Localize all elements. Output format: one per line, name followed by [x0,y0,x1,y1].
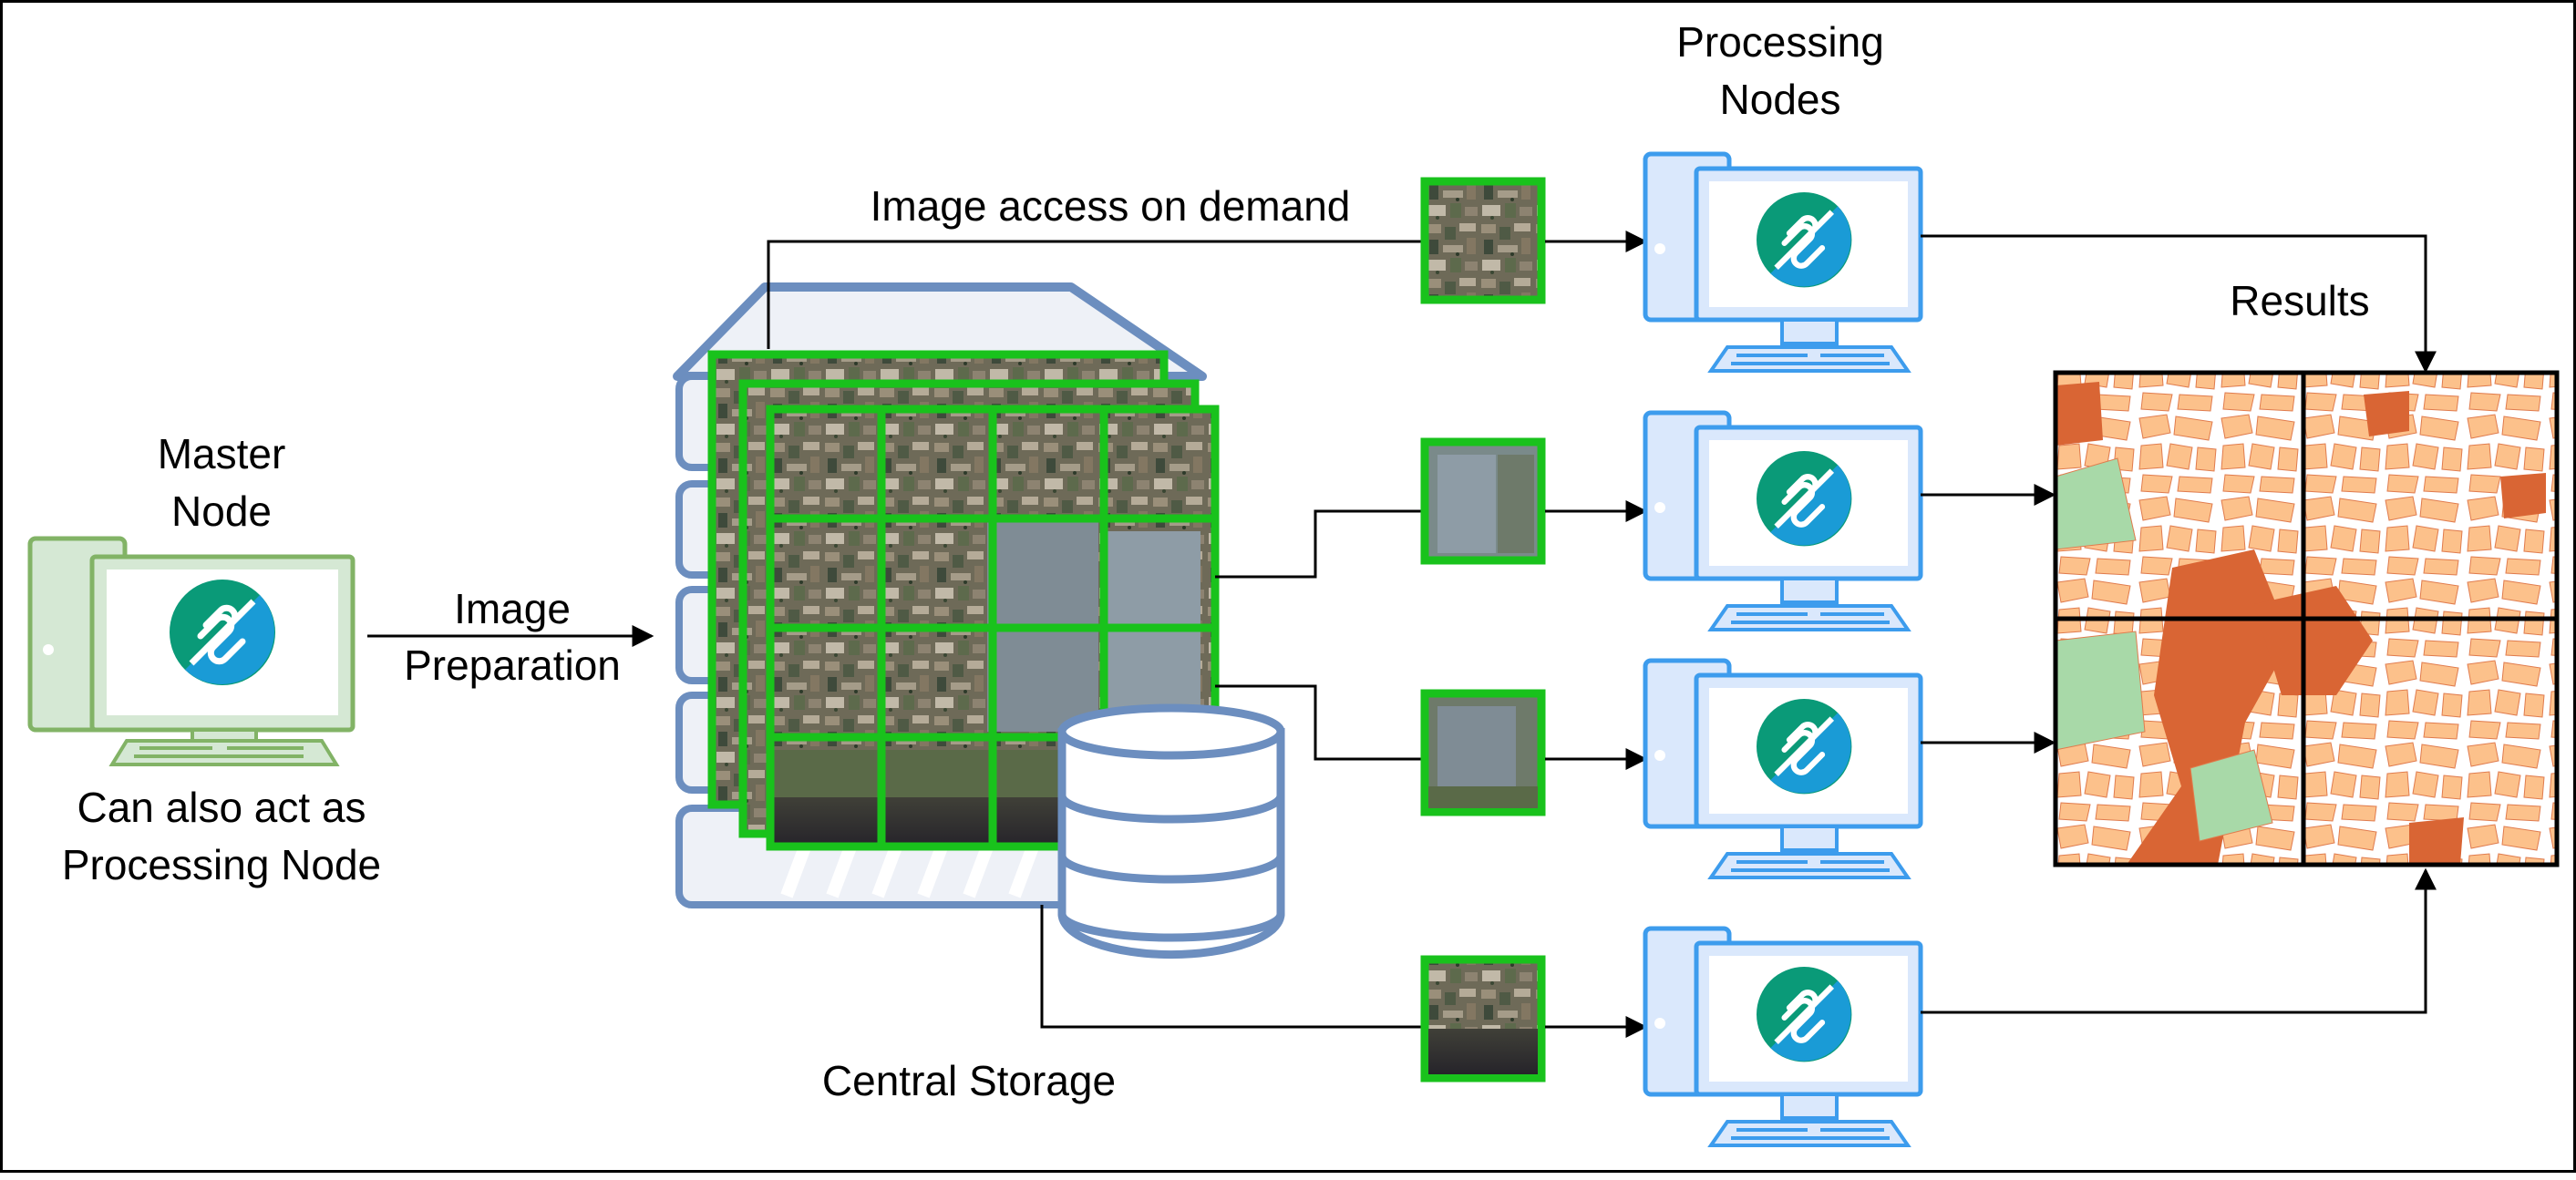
results-label: Results [2230,277,2370,324]
image-preparation-label: Image Preparation [386,580,639,693]
processing-node-1-logo-icon [1757,192,1851,287]
image-preparation-line1: Image [454,585,571,632]
result-arrows [1921,234,2437,1014]
tile-thumbnail-3 [1420,689,1546,816]
processing-nodes-title: Processing Nodes [1643,14,1917,128]
connector-4 [1040,905,1425,1029]
master-node-title-line1: Master [157,430,286,477]
processing-nodes-title-line2: Nodes [1719,76,1841,123]
tile-thumbnail-1 [1420,177,1546,304]
processing-nodes [1643,151,1923,1147]
master-computer-icon [27,536,355,766]
node-arrows [1545,231,1648,1038]
central-storage-label: Central Storage [821,1057,1117,1104]
image-access-label: Image access on demand [870,182,1351,230]
database-icon [1057,703,1285,959]
processing-nodes-title-line1: Processing [1676,18,1884,66]
connector-3 [1215,684,1425,761]
connector-2 [1215,509,1425,579]
master-node-note: Can also act as Processing Node [21,779,422,894]
processing-node-4-icon [1643,926,1923,1147]
processing-node-3-logo-icon [1757,699,1851,794]
master-node-title: Master Node [130,426,313,540]
master-node-title-line2: Node [171,487,272,535]
tile-thumbnail-4 [1420,955,1546,1083]
master-node-note-line2: Processing Node [61,841,382,888]
results-map [2053,370,2560,867]
master-node-note-line1: Can also act as [77,784,366,831]
image-preparation-line2: Preparation [404,641,621,689]
tile-thumbnail-2 [1420,437,1546,565]
processing-node-4-logo-icon [1757,967,1851,1062]
tile-stack [707,350,1220,851]
diagram-svg [27,151,2560,1147]
processing-node-2-logo-icon [1757,451,1851,546]
connector-1 [767,240,1425,349]
master-logo-icon [170,580,275,685]
